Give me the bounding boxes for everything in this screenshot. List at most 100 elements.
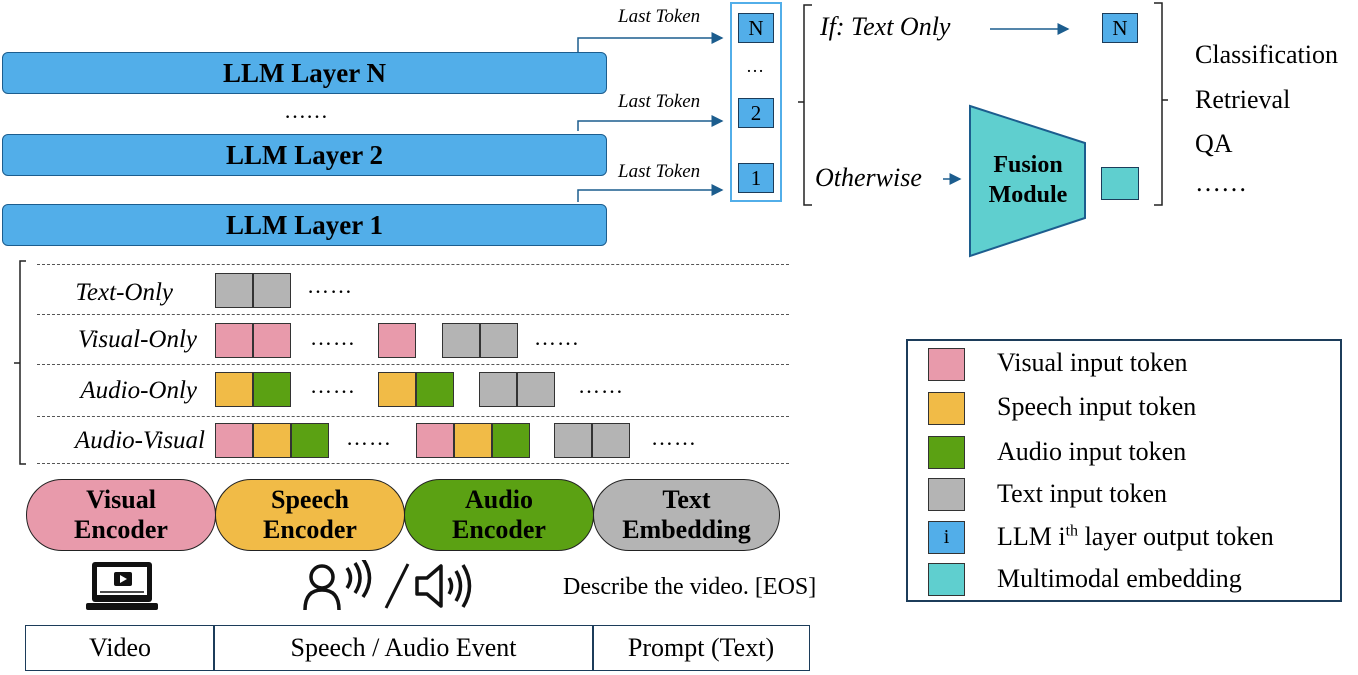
text-only-output-token: N — [1102, 13, 1138, 43]
legend-label-visual: Visual input token — [997, 348, 1188, 377]
video-laptop-icon — [86, 562, 158, 610]
llm-layer-n: LLM Layer N — [2, 52, 607, 94]
row-ellipsis: …… — [578, 373, 624, 398]
row-label-visual-only: Visual-Only — [78, 326, 197, 353]
row-divider — [37, 364, 789, 365]
audio-encoder-line2: Encoder — [452, 515, 546, 544]
llm-layer-2-label: LLM Layer 2 — [226, 139, 383, 170]
row-label-audio-only: Audio-Only — [80, 377, 197, 404]
audio-token — [253, 372, 291, 407]
legend-label-layer-output-sup: th — [1065, 522, 1079, 540]
legend-label-layer-output: LLM ith layer output token — [997, 522, 1274, 552]
text-embedding: Text Embedding — [593, 479, 780, 551]
legend-label-multimodal: Multimodal embedding — [997, 564, 1242, 593]
text-token — [479, 372, 517, 407]
visual-token — [378, 323, 416, 358]
speech-token — [215, 372, 253, 407]
legend-label-layer-output-post: layer output token — [1078, 522, 1274, 551]
text-token — [480, 323, 518, 358]
audio-token — [416, 372, 454, 407]
row-divider — [37, 264, 789, 265]
speech-token — [378, 372, 416, 407]
row-divider — [37, 314, 789, 315]
legend-swatch-audio — [928, 436, 965, 469]
text-embedding-line1: Text — [662, 485, 711, 514]
legend-swatch-speech — [928, 392, 965, 425]
visual-encoder: Visual Encoder — [26, 479, 216, 551]
llm-layer-ellipsis: …… — [284, 98, 328, 123]
input-prompt: Prompt (Text) — [592, 625, 810, 671]
legend-swatch-multimodal — [928, 563, 965, 596]
legend-label-text: Text input token — [997, 479, 1168, 508]
slash-separator-icon — [384, 563, 410, 609]
row-ellipsis: …… — [307, 273, 353, 298]
text-token — [592, 423, 630, 458]
branch-brace — [798, 4, 812, 206]
rows-brace — [14, 260, 26, 465]
audio-token — [492, 423, 530, 458]
fusion-label-line1: Fusion — [993, 152, 1063, 178]
row-divider — [37, 463, 789, 464]
prompt-text-example: Describe the video. [EOS] — [563, 574, 817, 600]
row-ellipsis: …… — [534, 325, 580, 350]
row-ellipsis: …… — [651, 425, 697, 450]
last-token-label-1: Last Token — [618, 161, 701, 182]
speech-token — [454, 423, 492, 458]
audio-encoder-line1: Audio — [465, 485, 533, 514]
row-label-audio-visual: Audio-Visual — [74, 427, 205, 454]
text-token — [215, 273, 253, 308]
legend-swatch-visual — [928, 348, 965, 381]
speaker-volume-icon — [415, 564, 472, 608]
speech-token — [253, 423, 291, 458]
fusion-module-shape — [969, 104, 1086, 258]
llm-layer-1: LLM Layer 1 — [2, 204, 607, 246]
multimodal-embedding-output — [1101, 167, 1139, 200]
text-token — [554, 423, 592, 458]
otherwise-condition: Otherwise — [815, 163, 922, 192]
output-token-stack — [730, 2, 782, 202]
task-more: …… — [1195, 168, 1247, 197]
audio-token — [291, 423, 329, 458]
arrow-layer-n — [577, 32, 724, 52]
last-token-label-n: Last Token — [618, 6, 701, 27]
visual-encoder-line1: Visual — [86, 485, 156, 514]
arrow-layer-1 — [577, 184, 724, 202]
legend-label-layer-output-pre: LLM i — [997, 522, 1066, 551]
text-token — [442, 323, 480, 358]
llm-layer-1-label: LLM Layer 1 — [226, 209, 383, 240]
text-token — [253, 273, 291, 308]
fusion-module-label: Fusion Module — [972, 150, 1084, 210]
visual-token — [253, 323, 291, 358]
llm-layer-2: LLM Layer 2 — [2, 134, 607, 176]
visual-token — [416, 423, 454, 458]
task-qa: QA — [1195, 129, 1233, 158]
speech-encoder: Speech Encoder — [215, 479, 405, 551]
visual-encoder-line2: Encoder — [74, 515, 168, 544]
speaker-person-icon — [303, 560, 372, 611]
last-token-label-2: Last Token — [618, 91, 701, 112]
audio-encoder: Audio Encoder — [404, 479, 594, 551]
text-token — [517, 372, 555, 407]
output-token-ellipsis: … — [746, 56, 764, 76]
legend-box — [906, 339, 1342, 602]
task-retrieval: Retrieval — [1195, 85, 1291, 114]
input-speech-audio: Speech / Audio Event — [213, 625, 594, 671]
speech-encoder-line2: Encoder — [263, 515, 357, 544]
legend-swatch-layer-output: i — [928, 521, 965, 554]
row-ellipsis: …… — [310, 373, 356, 398]
visual-token — [215, 323, 253, 358]
fusion-label-line2: Module — [988, 182, 1068, 208]
legend-label-speech: Speech input token — [997, 392, 1197, 421]
arrow-layer-2 — [577, 115, 724, 131]
legend-swatch-text — [928, 478, 965, 511]
llm-layer-n-label: LLM Layer N — [223, 57, 386, 88]
row-divider — [37, 416, 789, 417]
output-token-n: N — [738, 13, 774, 43]
input-video: Video — [25, 625, 215, 671]
row-ellipsis: …… — [310, 325, 356, 350]
text-embedding-line2: Embedding — [622, 515, 751, 544]
text-only-condition: If: Text Only — [820, 12, 951, 41]
visual-token — [215, 423, 253, 458]
